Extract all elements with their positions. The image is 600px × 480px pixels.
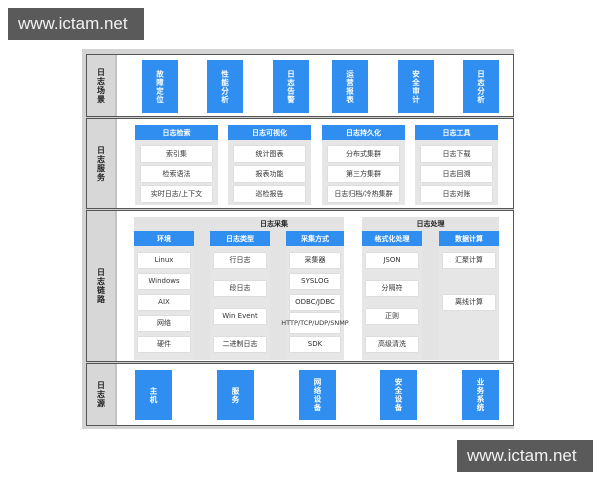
group-item: 硬件 <box>138 337 190 352</box>
scenario-item-label: 日志告警 <box>286 69 296 104</box>
group-item: Windows <box>138 274 190 289</box>
layer-label-text: 日志服务 <box>96 145 106 182</box>
layer-label-text: 日志场景 <box>96 67 106 104</box>
group-item: 高级清洗 <box>366 337 418 352</box>
service-group: 日志检索 索引集 检索语法 实时日志/上下文 <box>135 125 218 205</box>
scenario-item: 运营报表 <box>332 60 368 113</box>
group-item: 报表功能 <box>234 166 305 182</box>
group-item: 实时日志/上下文 <box>141 186 212 202</box>
section-title: 日志采集 <box>260 220 288 228</box>
watermark-top: www.ictam.net <box>8 8 144 40</box>
scenario-item-label: 运营报表 <box>345 69 355 104</box>
group-header: 日志持久化 <box>322 125 405 140</box>
group-item: SYSLOG <box>290 274 340 289</box>
group-item: 分隔符 <box>366 281 418 296</box>
service-group: 日志持久化 分布式集群 第三方集群 日志归档/冷热集群 <box>322 125 405 205</box>
group-item: HTTP/TCP/UDP/SNMP <box>281 313 349 333</box>
group-item: 离线计算 <box>443 295 495 310</box>
source-item: 安全设备 <box>380 370 417 420</box>
layer-label: 日志场景 <box>87 55 117 116</box>
group-header: 日志检索 <box>135 125 218 140</box>
group-header: 日志工具 <box>415 125 498 140</box>
group-item: Linux <box>138 253 190 268</box>
process-group-compute: 数据计算 汇聚计算 离线计算 <box>439 231 499 360</box>
scenario-item-label: 日志分析 <box>476 69 486 104</box>
scenario-item-label: 性能分析 <box>220 69 230 104</box>
group-item: 正则 <box>366 309 418 324</box>
group-item: 分布式集群 <box>328 146 399 162</box>
collect-group-env: 环境 Linux Windows AIX 网络 硬件 <box>134 231 194 360</box>
source-item-label: 网络设备 <box>313 378 322 412</box>
section-title: 日志处理 <box>416 220 445 228</box>
group-item: ODBC/JDBC <box>290 295 340 310</box>
scenario-item: 故障定位 <box>142 60 178 113</box>
layer-label-text: 日志源 <box>96 381 106 408</box>
source-item: 主机 <box>135 370 172 420</box>
layer-service: 日志服务 日志检索 索引集 检索语法 实时日志/上下文 日志可视化 统计图表 报… <box>86 118 514 209</box>
group-header: 日志类型 <box>210 231 270 246</box>
layer-source: 日志源 主机 服务 网络设备 安全设备 业务系统 <box>86 363 514 426</box>
group-item: JSON <box>366 253 418 268</box>
collect-group-type: 日志类型 行日志 段日志 Win Event 二进制日志 <box>210 231 270 360</box>
layer-label: 日志链路 <box>87 211 117 361</box>
group-item: Win Event <box>214 309 266 324</box>
scenario-item-label: 安全审计 <box>411 69 421 104</box>
source-item-label: 安全设备 <box>394 378 403 412</box>
group-header: 环境 <box>134 231 194 246</box>
group-item: 日志下载 <box>421 146 492 162</box>
group-item: 二进制日志 <box>214 337 266 352</box>
group-item: 日志归档/冷热集群 <box>328 186 399 202</box>
source-item-label: 服务 <box>231 386 240 404</box>
source-item-label: 业务系统 <box>476 378 485 412</box>
group-item: 巡检报告 <box>234 186 305 202</box>
group-item: 段日志 <box>214 281 266 296</box>
scenario-item: 性能分析 <box>207 60 243 113</box>
group-item: 采集器 <box>290 253 340 268</box>
group-header: 数据计算 <box>439 231 499 246</box>
group-header: 日志可视化 <box>228 125 311 140</box>
group-item: AIX <box>138 295 190 310</box>
scenario-item-label: 故障定位 <box>155 69 165 104</box>
scenario-item: 日志分析 <box>463 60 499 113</box>
watermark-bottom: www.ictam.net <box>457 440 593 472</box>
group-item: 检索语法 <box>141 166 212 182</box>
scenario-item: 日志告警 <box>273 60 309 113</box>
layer-pipeline: 日志链路 日志采集 环境 Linux Windows AIX 网络 硬件 日志类… <box>86 210 514 362</box>
scenario-item: 安全审计 <box>398 60 434 113</box>
group-item: 第三方集群 <box>328 166 399 182</box>
layer-label-text: 日志链路 <box>96 268 106 304</box>
source-item-label: 主机 <box>149 386 158 404</box>
layer-label: 日志源 <box>87 364 117 425</box>
group-item: 统计图表 <box>234 146 305 162</box>
layer-scenario: 日志场景 故障定位 性能分析 日志告警 运营报表 安全审计 日志分析 <box>86 54 514 117</box>
group-item: 汇聚计算 <box>443 253 495 268</box>
group-item: 日志回溯 <box>421 166 492 182</box>
group-item: 索引集 <box>141 146 212 162</box>
layer-label: 日志服务 <box>87 119 117 208</box>
group-item: 日志对账 <box>421 186 492 202</box>
group-item: 行日志 <box>214 253 266 268</box>
process-group-format: 格式化处理 JSON 分隔符 正则 高级清洗 <box>362 231 422 360</box>
group-item: 网络 <box>138 316 190 331</box>
service-group: 日志可视化 统计图表 报表功能 巡检报告 <box>228 125 311 205</box>
source-item: 网络设备 <box>299 370 336 420</box>
collect-group-method: 采集方式 采集器 SYSLOG ODBC/JDBC HTTP/TCP/UDP/S… <box>281 231 349 360</box>
source-item: 业务系统 <box>462 370 499 420</box>
group-header: 格式化处理 <box>362 231 422 246</box>
service-group: 日志工具 日志下载 日志回溯 日志对账 <box>415 125 498 205</box>
source-item: 服务 <box>217 370 254 420</box>
group-header: 采集方式 <box>286 231 344 246</box>
group-item: SDK <box>290 337 340 352</box>
